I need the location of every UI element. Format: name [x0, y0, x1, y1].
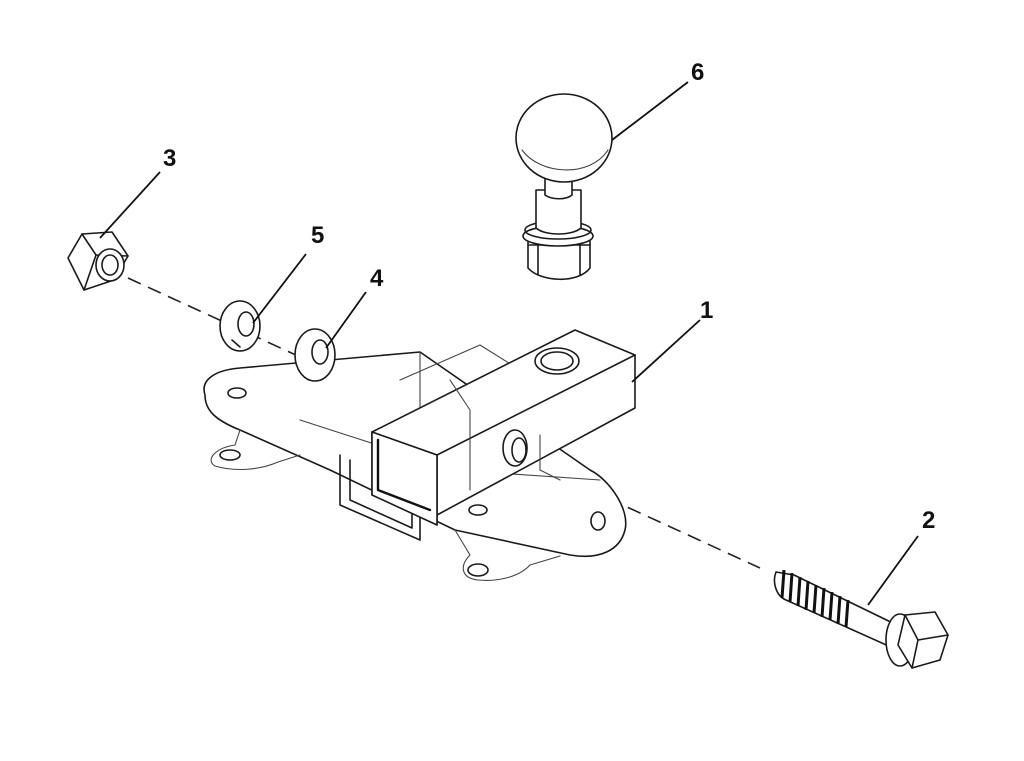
- hex-nut: [67, 231, 129, 291]
- leader-3: [99, 171, 161, 239]
- callout-2: 2: [922, 507, 935, 534]
- flat-washer: [294, 328, 336, 382]
- hex-bolt: [773, 569, 949, 669]
- leader-2: [867, 535, 919, 606]
- callout-3: 3: [163, 145, 176, 172]
- leader-6: [611, 81, 689, 141]
- leader-lines: [99, 81, 919, 606]
- leader-1: [631, 319, 701, 383]
- callout-6: 6: [691, 59, 704, 86]
- callout-1: 1: [700, 297, 713, 324]
- hitch-receiver-assembly: [203, 329, 636, 581]
- leader-4: [325, 291, 367, 349]
- callouts: 1 2 3 4 5 6: [163, 59, 935, 534]
- callout-4: 4: [370, 265, 384, 292]
- leader-5: [252, 253, 307, 324]
- callout-5: 5: [311, 222, 324, 249]
- lock-washer: [219, 300, 261, 352]
- tow-ball: [515, 93, 613, 280]
